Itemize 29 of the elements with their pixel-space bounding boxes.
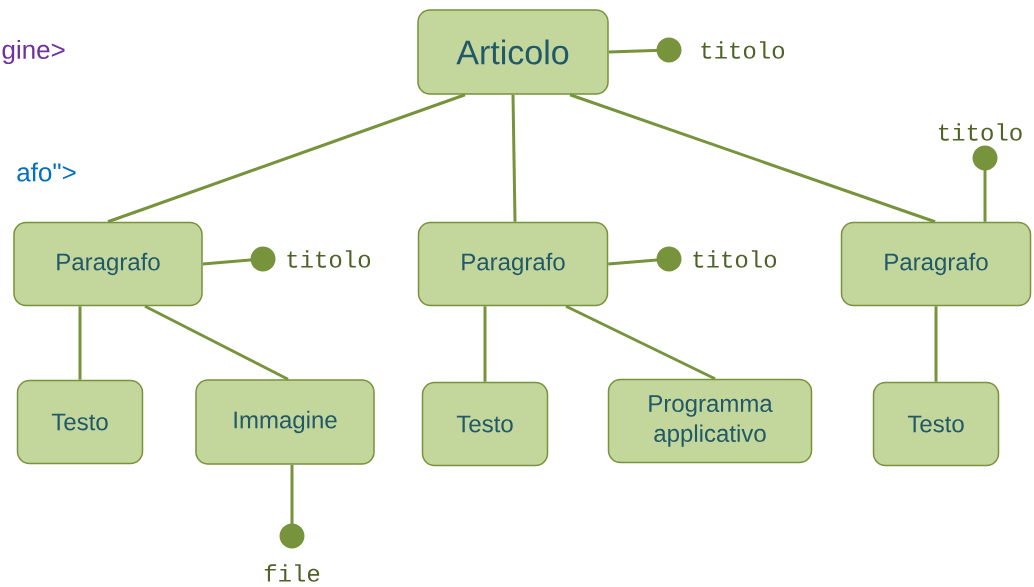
attribute-label: titolo bbox=[287, 250, 371, 268]
code-fragment: afo"> bbox=[17, 162, 76, 182]
connector bbox=[202, 246, 276, 272]
tree-box: Immagine bbox=[195, 379, 375, 465]
connector bbox=[608, 246, 682, 272]
connector bbox=[569, 93, 936, 224]
attribute-label: titolo bbox=[701, 41, 785, 59]
attribute-label: file bbox=[264, 564, 320, 582]
code-fragment: gine> bbox=[2, 39, 65, 65]
connector bbox=[483, 306, 487, 382]
tree-box: Testo bbox=[16, 379, 144, 465]
connector bbox=[279, 464, 305, 549]
connector bbox=[934, 306, 938, 382]
connector bbox=[107, 93, 466, 224]
connector bbox=[78, 306, 82, 380]
tree-box: Paragrafo bbox=[840, 221, 1032, 307]
connector bbox=[565, 304, 716, 381]
connector bbox=[608, 37, 682, 63]
attribute-label: titolo bbox=[939, 123, 1022, 141]
attribute-label: titolo bbox=[693, 250, 777, 268]
tree-box: Paragrafo bbox=[417, 221, 609, 307]
tree-box: Testo bbox=[872, 381, 1000, 467]
connector bbox=[144, 304, 289, 381]
connector bbox=[511, 94, 517, 222]
tree-box: Programma applicativo bbox=[607, 378, 813, 464]
tree-box: Articolo bbox=[417, 9, 609, 95]
tree-box: Testo bbox=[421, 381, 549, 467]
tree-box: Paragrafo bbox=[13, 221, 203, 307]
connector bbox=[972, 145, 998, 222]
